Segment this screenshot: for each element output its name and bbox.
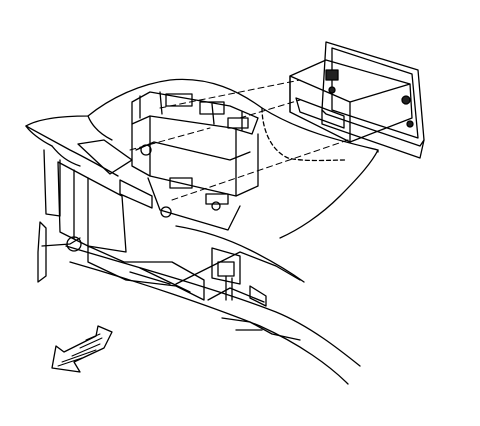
lower-frame-tube [65,225,361,385]
support-rail-assembly [37,139,205,301]
front-direction-arrow-icon [51,325,113,373]
assembly-guide-lines [129,79,349,201]
instrument-panel-upper-trim [25,78,379,239]
mounting-bracket-frame [119,91,259,231]
overhead-storage-compartment [289,41,425,159]
